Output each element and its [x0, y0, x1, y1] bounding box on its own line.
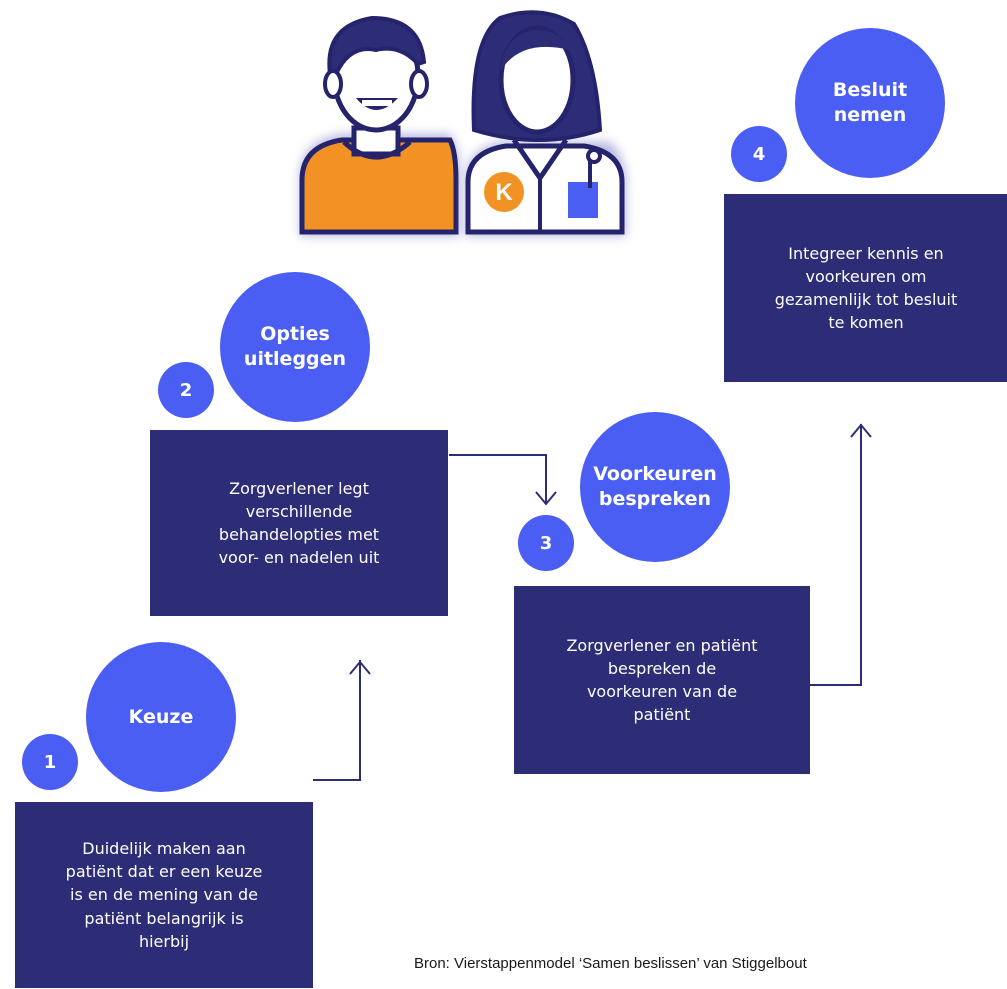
step-2-title: Opties uitleggen — [243, 323, 347, 370]
step-4-box: Integreer kennis en voorkeuren om gezame… — [724, 194, 1007, 382]
arrow-3-to-4 — [810, 424, 862, 686]
step-4-title: Besluit nemen — [832, 79, 908, 126]
step-4-description: Integreer kennis en voorkeuren om gezame… — [774, 243, 958, 333]
step-1-title-circle: Keuze — [86, 642, 236, 792]
step-2-number: 2 — [179, 379, 193, 401]
step-3-title: Voorkeuren bespreken — [593, 463, 717, 510]
patient-icon — [299, 15, 460, 236]
step-1-number: 1 — [43, 751, 57, 773]
arrowhead-2-to-3 — [535, 491, 557, 506]
caregiver-icon — [465, 10, 626, 236]
step-3-box: Zorgverlener en patiënt bespreken de voo… — [514, 586, 810, 774]
step-4-title-circle: Besluit nemen — [795, 28, 945, 178]
step-1-description: Duidelijk maken aan patiënt dat er een k… — [65, 839, 263, 951]
step-1-number-badge: 1 — [22, 734, 78, 790]
step-3-number: 3 — [539, 532, 553, 554]
arrow-1-to-2 — [313, 660, 361, 781]
step-4-number: 4 — [752, 143, 766, 165]
step-2-title-circle: Opties uitleggen — [220, 272, 370, 422]
step-3-number-badge: 3 — [518, 515, 574, 571]
step-2-number-badge: 2 — [158, 362, 214, 418]
step-1-title: Keuze — [128, 705, 194, 728]
arrowhead-1-to-2 — [349, 660, 371, 675]
arrow-2-to-3 — [449, 454, 547, 504]
step-2-description: Zorgverlener legt verschillende behandel… — [218, 478, 380, 568]
step-3-description: Zorgverlener en patiënt bespreken de voo… — [566, 635, 758, 725]
source-caption: Bron: Vierstappenmodel ‘Samen beslissen’… — [414, 955, 807, 972]
badge: K — [484, 172, 524, 212]
step-2-box: Zorgverlener legt verschillende behandel… — [150, 430, 448, 616]
arrowhead-3-to-4 — [850, 423, 872, 438]
badge-letter: K — [495, 179, 513, 206]
step-4-number-badge: 4 — [731, 126, 787, 182]
step-3-title-circle: Voorkeuren bespreken — [580, 412, 730, 562]
step-1-box: Duidelijk maken aan patiënt dat er een k… — [15, 802, 313, 988]
